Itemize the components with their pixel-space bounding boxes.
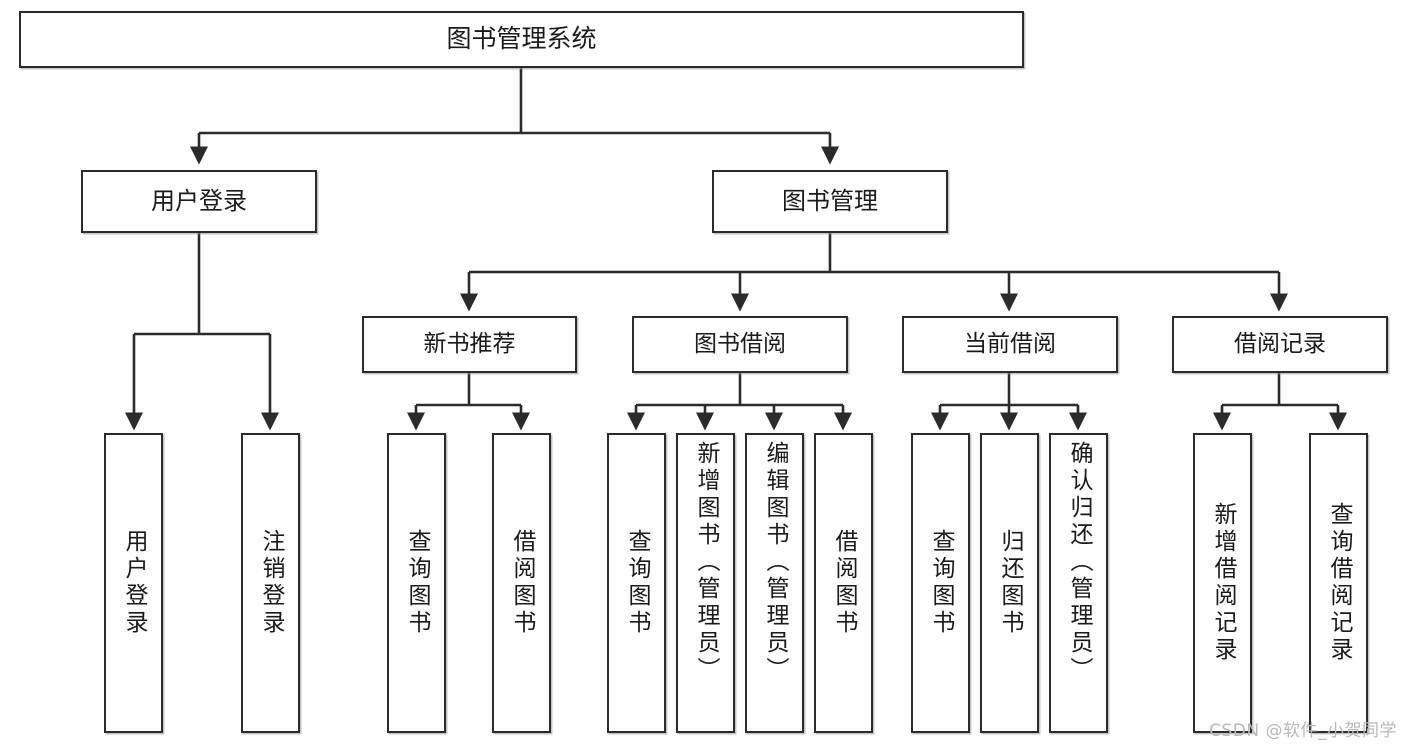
node-leaf-query-book-1[interactable]: 查询图书 [387,433,446,733]
node-leaf-borrow-book-1[interactable]: 借阅图书 [492,433,551,733]
node-book-borrow[interactable]: 图书借阅 [632,316,848,373]
node-leaf-query-record[interactable]: 查询借阅记录 [1309,433,1368,733]
node-label: 当前借阅 [964,331,1056,358]
node-label: 用户登录 [151,186,247,215]
node-borrow-record[interactable]: 借阅记录 [1172,316,1388,373]
node-label: 图书借阅 [694,331,786,358]
node-leaf-return-book[interactable]: 归还图书 [980,433,1039,733]
node-leaf-borrow-book-2[interactable]: 借阅图书 [814,433,873,733]
node-label: 图书管理 [782,186,878,215]
node-user-login[interactable]: 用户登录 [81,170,317,233]
node-label: 借阅图书 [509,529,535,637]
node-leaf-query-book-3[interactable]: 查询图书 [911,433,970,733]
node-label: 查询图书 [928,529,954,637]
node-label: 借阅记录 [1234,331,1326,358]
watermark: CSDN @软件_小贺同学 [1209,721,1397,741]
node-book-manage[interactable]: 图书管理 [712,170,948,233]
node-label: 查询借阅记录 [1326,502,1352,664]
node-label: 确认归还（管理员） [1066,441,1092,684]
node-leaf-add-book[interactable]: 新增图书（管理员） [676,433,735,733]
node-label: 新书推荐 [423,331,516,358]
node-label: 借阅图书 [831,529,857,637]
node-label: 图书管理系统 [446,24,597,54]
node-root-system[interactable]: 图书管理系统 [19,11,1024,68]
node-label: 新增图书（管理员） [693,441,719,684]
node-label: 编辑图书（管理员） [762,441,788,684]
node-leaf-confirm-return[interactable]: 确认归还（管理员） [1049,433,1108,733]
node-new-book-recommend[interactable]: 新书推荐 [362,316,577,373]
node-label: 用户登录 [121,529,147,637]
node-label: 新增借阅记录 [1210,502,1236,664]
node-label: 归还图书 [997,529,1023,637]
node-leaf-user-login[interactable]: 用户登录 [104,433,163,733]
node-leaf-add-record[interactable]: 新增借阅记录 [1193,433,1252,733]
node-current-borrow[interactable]: 当前借阅 [902,316,1118,373]
node-label: 查询图书 [404,529,430,637]
node-label: 注销登录 [258,529,284,637]
node-leaf-query-book-2[interactable]: 查询图书 [607,433,666,733]
node-leaf-logout-login[interactable]: 注销登录 [241,433,300,733]
node-label: 查询图书 [624,529,650,637]
node-leaf-edit-book[interactable]: 编辑图书（管理员） [745,433,804,733]
